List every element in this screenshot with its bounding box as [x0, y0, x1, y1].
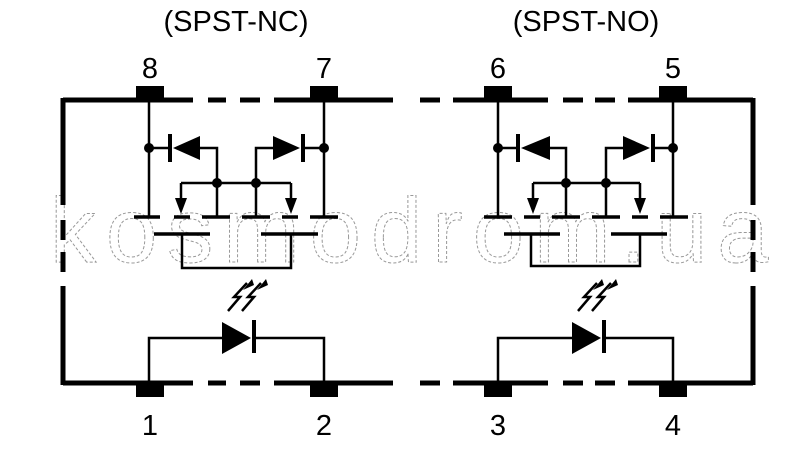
diode-icon [273, 136, 300, 160]
junction-dot [601, 178, 611, 188]
pin-label-4: 4 [665, 410, 681, 442]
led-input-no [496, 279, 675, 383]
pin-3 [484, 383, 512, 397]
junction-dot [668, 143, 678, 153]
pin-label-1: 1 [142, 410, 158, 442]
arrow-icon [175, 198, 187, 214]
pin-label-2: 2 [316, 410, 332, 442]
junction-dot [561, 178, 571, 188]
pin-6 [484, 86, 512, 101]
pin-label-7: 7 [316, 53, 332, 85]
led-icon [572, 322, 601, 354]
pin-2 [310, 383, 338, 397]
title-spst-no: (SPST-NO) [513, 6, 660, 38]
pin-label-5: 5 [665, 53, 681, 85]
arrow-icon [285, 198, 297, 214]
diode-icon [173, 136, 200, 160]
junction-dot [319, 143, 329, 153]
junction-dot [493, 143, 503, 153]
title-spst-nc: (SPST-NC) [164, 6, 309, 38]
diode-icon [521, 136, 550, 160]
pins [136, 86, 687, 397]
pin-4 [659, 383, 687, 397]
light-emission-icon [577, 282, 612, 312]
led-input-nc [147, 279, 326, 383]
pin-5 [659, 86, 687, 101]
arrow-icon [634, 198, 646, 214]
junction-dot [251, 178, 261, 188]
pin-label-8: 8 [142, 53, 158, 85]
pin-label-6: 6 [490, 53, 506, 85]
pin-8 [136, 86, 164, 101]
led-icon [222, 322, 251, 354]
mosfet-switch-nc [134, 100, 338, 270]
pin-7 [310, 86, 338, 101]
mosfet-switch-no [484, 100, 688, 268]
watermark: kosmodrom.ua [50, 180, 778, 282]
junction-dot [144, 143, 154, 153]
arrow-icon [527, 198, 539, 214]
junction-dot [212, 178, 222, 188]
pin-label-3: 3 [490, 410, 506, 442]
light-emission-icon [227, 282, 262, 312]
pin-1 [136, 383, 164, 397]
diode-icon [623, 136, 650, 160]
